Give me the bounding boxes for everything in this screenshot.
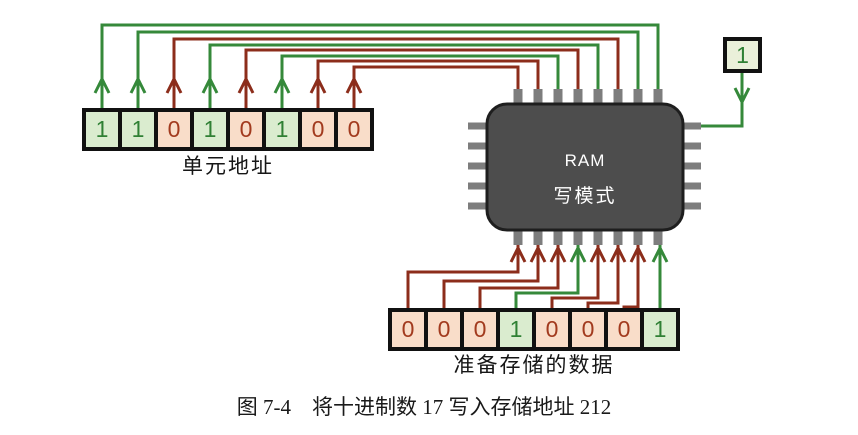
arrowhead-up (273, 75, 291, 94)
address-bit-cell: 1 (192, 110, 228, 149)
chip-pin (681, 142, 701, 150)
chip-pin (681, 202, 701, 210)
data-bit-cell: 0 (390, 310, 426, 349)
data-bit-cell: 0 (534, 310, 570, 349)
arrowhead-up (609, 244, 627, 263)
address-bit-cell: 0 (336, 110, 372, 149)
wire-segment (316, 59, 540, 112)
chip-pin (653, 228, 663, 245)
chip-pin (553, 228, 563, 245)
arrowhead-up (549, 244, 567, 263)
address-bit-cell: 1 (120, 110, 156, 149)
chip-pin (533, 228, 543, 245)
address-label: 单元地址 (182, 155, 274, 178)
address-register: 1 1 0 1 0 1 0 0 (82, 108, 374, 151)
address-bit-cell: 0 (156, 110, 192, 149)
data-bit-cell: 0 (462, 310, 498, 349)
wire-segment (700, 72, 744, 128)
arrowhead-down (733, 87, 751, 106)
chip-pin (468, 142, 488, 150)
chip-pin (513, 89, 523, 106)
address-bit-cell: 1 (264, 110, 300, 149)
chip-pin (513, 228, 523, 245)
arrowhead-up (529, 244, 547, 263)
ram-chip-body (485, 102, 685, 232)
chip-pin (681, 122, 701, 130)
arrowhead-up (309, 75, 327, 94)
write-enable-value: 1 (736, 41, 749, 68)
data-bit-cell: 0 (570, 310, 606, 349)
chip-pin (533, 89, 543, 106)
chip-pin (468, 182, 488, 190)
arrowhead-up (569, 244, 587, 263)
wire-segment (478, 244, 560, 312)
data-bit-cell: 0 (426, 310, 462, 349)
address-bit-cell: 0 (300, 110, 336, 149)
wire-segment (172, 37, 620, 112)
chip-pin (468, 162, 488, 170)
chip-pin (613, 228, 623, 245)
chip-pins (468, 89, 701, 245)
chip-name: RAM (564, 150, 606, 170)
chip-pin (633, 228, 643, 245)
chip-pin (593, 228, 603, 245)
wire-segment (280, 54, 560, 112)
arrowhead-up (509, 244, 527, 263)
ram-chip-label: RAM 写模式 (487, 104, 683, 230)
arrowheads (93, 75, 751, 263)
chip-pin (468, 122, 488, 130)
wire-segment (586, 244, 620, 312)
arrowhead-up (589, 244, 607, 263)
data-register: 0 0 0 1 0 0 0 1 (388, 308, 680, 351)
arrowhead-up (237, 75, 255, 94)
data-bit-cell: 1 (642, 310, 678, 349)
arrowhead-up (129, 75, 147, 94)
write-enable-wire (700, 72, 744, 128)
wire-segment (514, 244, 580, 312)
arrowhead-up (165, 75, 183, 94)
data-label: 准备存储的数据 (453, 354, 615, 377)
wire-segment (442, 244, 540, 312)
chip-pin (653, 89, 663, 106)
chip-pin (681, 182, 701, 190)
chip-pin (593, 89, 603, 106)
chip-mode: 写模式 (553, 185, 617, 207)
arrowhead-up (201, 75, 219, 94)
chip-pin (573, 228, 583, 245)
chip-pin (613, 89, 623, 106)
write-enable-box: 1 (723, 37, 762, 73)
arrowhead-up (93, 75, 111, 94)
wire-segment (136, 30, 640, 112)
wire-segment (406, 244, 520, 312)
wire-segment (100, 23, 660, 112)
chip-pin (468, 202, 488, 210)
data-bit-cell: 1 (498, 310, 534, 349)
address-bit-cell: 1 (84, 110, 120, 149)
data-bus-wires (406, 244, 662, 312)
chip-pin (573, 89, 583, 106)
chip-pin (633, 89, 643, 106)
chip-pin (553, 89, 563, 106)
arrowhead-up (345, 75, 363, 94)
wire-segment (352, 65, 520, 112)
figure-caption: 图 7-4 将十进制数 17 写入存储地址 212 (236, 395, 612, 419)
wire-segment (550, 244, 600, 312)
data-bit-cell: 0 (606, 310, 642, 349)
chip-pin (681, 162, 701, 170)
arrowhead-up (629, 244, 647, 263)
address-bit-cell: 0 (228, 110, 264, 149)
arrowhead-up (651, 244, 669, 263)
